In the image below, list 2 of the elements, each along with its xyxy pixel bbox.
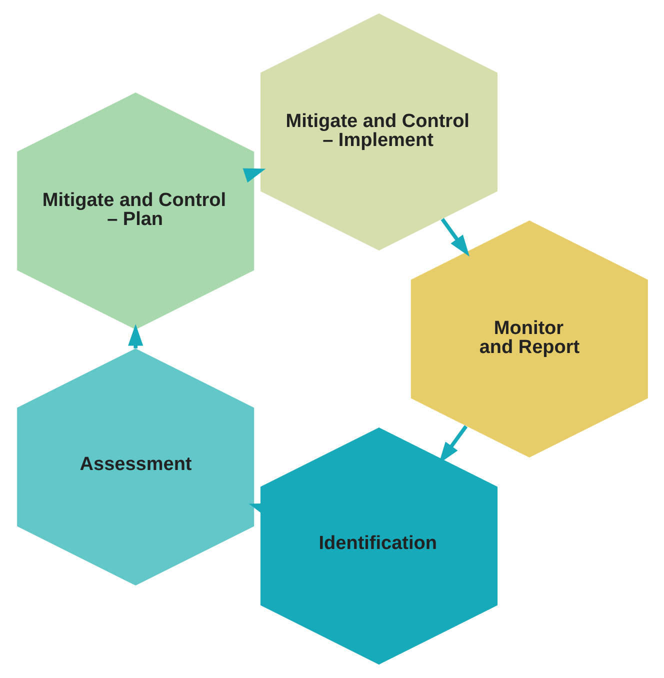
arrow [440, 218, 469, 257]
arrow [242, 168, 266, 183]
